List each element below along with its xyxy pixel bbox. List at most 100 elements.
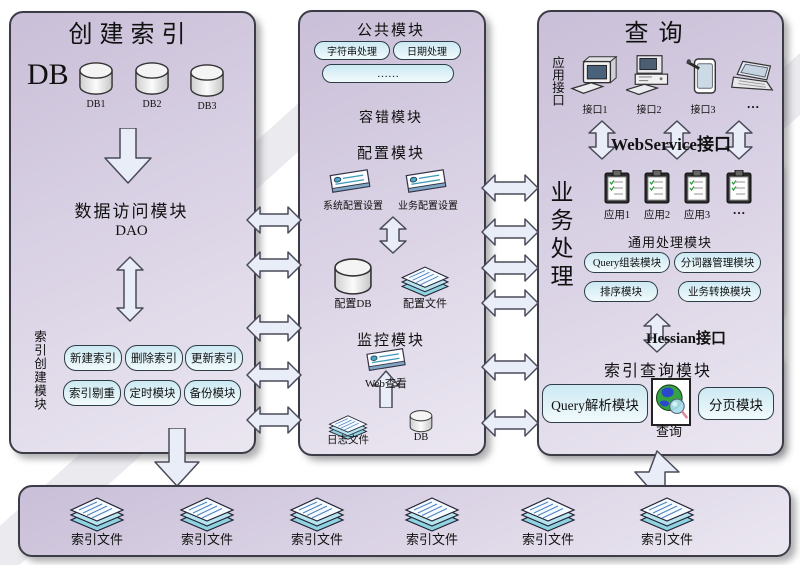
- index-create-vertical-label: 索引创建模块: [32, 330, 46, 411]
- document-stack-icon: [69, 490, 125, 532]
- webservice-interface-label: WebService接口: [611, 135, 731, 154]
- timer-module-button: 定时模块: [124, 380, 181, 406]
- down-arrow: [104, 128, 152, 184]
- settings-card-icon: [327, 167, 373, 195]
- string-process-pill: 字符串处理: [314, 41, 390, 60]
- clipboard-icon: [684, 170, 710, 204]
- settings-card-icon: [403, 167, 449, 195]
- database-cylinder-icon: [186, 64, 228, 98]
- down-arrow: [154, 428, 200, 487]
- db2-label: DB2: [142, 99, 162, 110]
- clipboard-icon: [604, 170, 630, 204]
- index-file-label: 索引文件: [405, 532, 458, 547]
- backup-module-button: 备份模块: [184, 380, 241, 406]
- double-arrow-horizontal: [246, 314, 302, 342]
- double-arrow-vertical: [725, 120, 753, 160]
- double-arrow-horizontal: [481, 353, 539, 381]
- document-stack-icon: [289, 490, 345, 532]
- database-cylinder-icon: [407, 410, 435, 433]
- dao-subtitle: DAO: [115, 223, 148, 239]
- interface2-label: 接口2: [636, 105, 662, 116]
- web-view-label: Web查看: [365, 378, 407, 390]
- create-index-title: 创建索引: [68, 21, 193, 48]
- hessian-interface-label: Hessian接口: [645, 331, 726, 347]
- index-file-label: 索引文件: [521, 532, 574, 547]
- config-module-title: 配置模块: [356, 146, 425, 162]
- double-arrow-vertical: [116, 256, 144, 322]
- database-cylinder-icon: [131, 62, 173, 96]
- document-stack-icon: [639, 490, 695, 532]
- query-parse-pill: Query解析模块: [542, 384, 648, 423]
- delete-index-button: 删除索引: [125, 345, 183, 371]
- index-file-label: 索引文件: [180, 532, 233, 547]
- double-arrow-horizontal: [481, 218, 539, 246]
- up-arrow: [372, 370, 400, 408]
- clipboard-icon: [726, 170, 752, 204]
- double-arrow-vertical: [379, 216, 407, 254]
- double-arrow-vertical: [643, 313, 671, 353]
- system-config-label: 系统配置设置: [323, 201, 383, 212]
- common-module-title: 公共模块: [356, 23, 425, 39]
- double-arrow-horizontal: [481, 254, 539, 282]
- db-label: DB: [27, 58, 69, 91]
- db3-label: DB3: [197, 101, 217, 112]
- query-title: 查询: [624, 20, 693, 47]
- document-stack-icon: [520, 490, 576, 532]
- app-more-label: ···: [732, 205, 746, 220]
- index-query-title: 索引查询模块: [603, 363, 712, 380]
- general-process-title: 通用处理模块: [627, 235, 712, 250]
- index-file-label: 索引文件: [70, 532, 123, 547]
- laptop-icon: [728, 60, 776, 96]
- double-arrow-horizontal: [481, 174, 539, 202]
- interface1-label: 接口1: [582, 105, 608, 116]
- workstation-computer-icon: [626, 54, 674, 98]
- app-interface-vertical-label: 应用接口: [550, 56, 564, 106]
- double-arrow-vertical: [663, 120, 691, 160]
- business-config-label: 业务配置设置: [398, 201, 458, 212]
- document-stack-icon: [400, 260, 450, 297]
- double-arrow-horizontal: [246, 406, 302, 434]
- tablet-icon: [686, 54, 720, 98]
- database-cylinder-icon: [330, 258, 376, 296]
- database-cylinder-icon: [75, 62, 117, 96]
- db1-label: DB1: [86, 99, 106, 110]
- search-label: 查询: [655, 424, 682, 439]
- document-stack-icon: [179, 490, 235, 532]
- index-file-label: 索引文件: [290, 532, 343, 547]
- index-file-label: 索引文件: [640, 532, 693, 547]
- interface3-label: 接口3: [690, 105, 716, 116]
- pagination-pill: 分页模块: [698, 387, 774, 420]
- new-index-button: 新建索引: [64, 345, 122, 371]
- app3-label: 应用3: [683, 210, 711, 221]
- update-index-button: 更新索引: [185, 345, 243, 371]
- double-arrow-vertical: [588, 120, 616, 160]
- query-assemble-pill: Query组装模块: [584, 252, 670, 273]
- business-convert-pill: 业务转换模块: [678, 281, 761, 302]
- dedup-index-button: 索引剔重: [63, 380, 121, 406]
- double-arrow-horizontal: [246, 361, 302, 389]
- desktop-computer-icon: [570, 56, 620, 96]
- more-modules-pill: ……: [322, 64, 454, 83]
- tokenizer-manage-pill: 分词器管理模块: [674, 252, 761, 273]
- up-arrow: [634, 450, 680, 488]
- double-arrow-horizontal: [246, 251, 302, 279]
- sort-module-pill: 排序模块: [584, 281, 658, 302]
- interface-more-label: ···: [746, 99, 760, 114]
- log-file-label: 日志文件: [327, 435, 369, 446]
- fault-tolerance-title: 容错模块: [359, 111, 423, 126]
- app1-label: 应用1: [603, 210, 631, 221]
- globe-search-icon: [651, 378, 691, 426]
- monitor-db-label: DB: [413, 432, 429, 443]
- clipboard-icon: [644, 170, 670, 204]
- dao-title: 数据访问模块: [74, 202, 189, 221]
- app2-label: 应用2: [643, 210, 671, 221]
- document-stack-icon: [404, 490, 460, 532]
- business-process-vertical-label: 业务处理: [547, 180, 572, 292]
- date-process-pill: 日期处理: [393, 41, 461, 60]
- double-arrow-horizontal: [481, 289, 539, 317]
- config-file-label: 配置文件: [403, 298, 447, 310]
- double-arrow-horizontal: [481, 409, 539, 437]
- monitor-module-title: 监控模块: [356, 333, 425, 349]
- config-db-label: 配置DB: [334, 298, 372, 310]
